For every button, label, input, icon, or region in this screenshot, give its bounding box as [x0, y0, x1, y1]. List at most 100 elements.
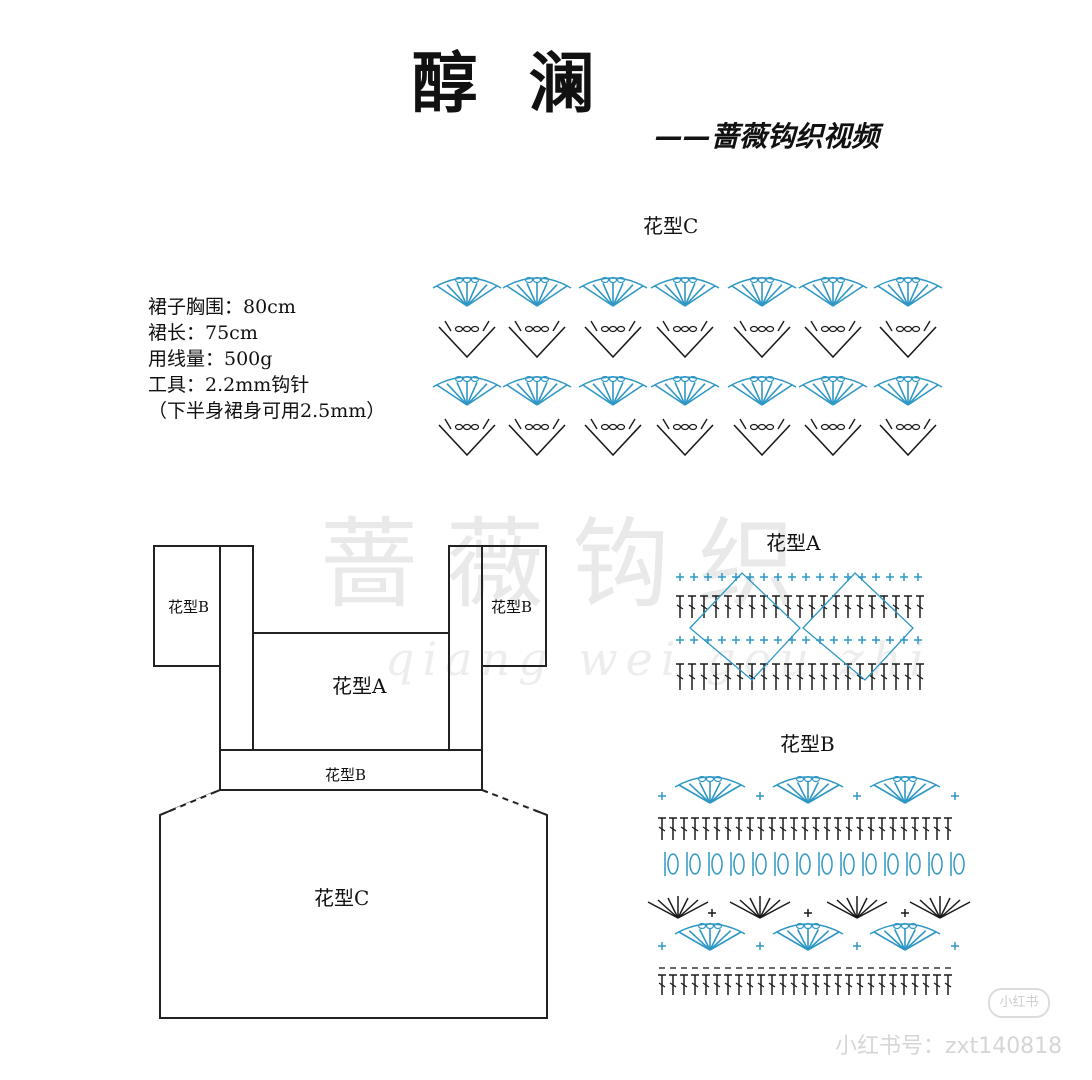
pattern-c-fan-chain: [820, 276, 830, 284]
pattern-c-vee-tick: [923, 418, 931, 430]
pattern-b-fan-stitch: [883, 930, 906, 951]
pattern-a-dc: [700, 604, 708, 610]
pattern-b-dc: [834, 826, 842, 832]
pattern-b-fan-stitch: [904, 930, 927, 951]
pattern-a-dc: [808, 604, 816, 610]
pattern-c-fan-stitch: [612, 283, 624, 307]
pattern-c-fan-chain: [532, 375, 542, 383]
pattern-a-dc: [820, 604, 828, 610]
pattern-c-fan-chain: [680, 276, 690, 284]
pattern-c-vee-tick: [739, 320, 747, 332]
pattern-c-fan-chain: [616, 375, 626, 383]
pattern-b-dc: [867, 982, 875, 988]
pattern-c-fan-stitch: [877, 285, 909, 307]
pattern-b-shell: [836, 899, 858, 919]
pattern-b-puff: [799, 853, 811, 875]
pattern-b-shell: [729, 901, 761, 919]
pattern-b-fan-chain: [705, 775, 715, 783]
pattern-b-dc: [713, 826, 721, 832]
pattern-c-vee-tick: [923, 320, 931, 332]
pattern-a-dc: [724, 674, 732, 680]
pattern-a-dc: [784, 674, 792, 680]
pattern-a-dc: [688, 604, 696, 610]
pattern-a-dc: [856, 604, 864, 610]
pattern-c-fan-stitch: [684, 285, 716, 307]
pattern-c-fan-stitch: [684, 284, 706, 307]
pattern-c-vee-chain: [680, 423, 690, 431]
pattern-b-shell: [856, 897, 868, 919]
pattern-c-vee-chain: [895, 423, 905, 431]
pattern-c-fan-chain: [911, 375, 921, 383]
watermark-id: 小红书号：zxt140818: [835, 1034, 1063, 1059]
pattern-c-vee-tick: [700, 320, 708, 332]
pattern-c-fan-chain: [540, 375, 550, 383]
pattern-c-fan-stitch: [664, 284, 686, 307]
pattern-c-fan-stitch: [436, 285, 468, 307]
pattern-b-dc: [658, 982, 666, 988]
pattern-c-vee-tick: [777, 320, 785, 332]
pattern-c-fan-stitch: [612, 285, 644, 307]
pattern-b-shell: [856, 901, 888, 919]
pattern-b-fan-stitch: [904, 928, 917, 951]
pattern-b-fan-arc: [772, 923, 844, 935]
pattern-c-fan-stitch: [654, 384, 686, 406]
pattern-b-fan-arc: [772, 776, 844, 788]
pattern-b-fan-stitch: [893, 781, 906, 804]
pattern-c-fan-chain: [765, 276, 775, 284]
pattern-a-dc: [772, 674, 780, 680]
pattern-b-dc: [735, 826, 743, 832]
pattern-b-dc: [911, 982, 919, 988]
pattern-a-title: 花型A: [766, 531, 821, 555]
pattern-c-fan-stitch: [887, 284, 909, 307]
pattern-c-fan-stitch: [526, 382, 538, 406]
pattern-b-dc: [823, 826, 831, 832]
pattern-c-vee-tick: [662, 320, 670, 332]
pattern-b-shell: [826, 901, 858, 919]
pattern-c-fan-stitch: [761, 383, 783, 406]
pattern-c-vee-chain: [749, 325, 759, 333]
pattern-b-dc: [933, 982, 941, 988]
pattern-b-dc: [812, 982, 820, 988]
pattern-b-puff: [887, 853, 899, 875]
pattern-c-vee-tick: [514, 320, 522, 332]
pattern-c-fan-stitch: [466, 285, 498, 307]
pattern-c-vee-v: [438, 424, 496, 457]
pattern-b-puff: [953, 853, 965, 875]
pattern-c-vee-tick: [810, 418, 818, 430]
pattern-b-shell: [677, 901, 709, 919]
pattern-b-dc: [801, 982, 809, 988]
pattern-c-vee-v: [584, 424, 642, 457]
pattern-c-fan-chain: [895, 375, 905, 383]
pattern-b-dc: [757, 826, 765, 832]
page-title: 醇 澜: [411, 44, 609, 122]
pattern-c-vee-v: [438, 326, 496, 359]
pattern-c-fan-stitch: [536, 384, 568, 406]
pattern-c-fan-arc: [502, 277, 572, 289]
pattern-b-fan-stitch: [807, 784, 840, 804]
pattern-b-dc: [669, 826, 677, 832]
pattern-c-fan-stitch: [446, 284, 468, 307]
pattern-c-vee-chain: [616, 423, 626, 431]
pattern-b-puff: [843, 853, 855, 875]
pattern-c-fan-stitch: [536, 285, 568, 307]
pattern-b-fan-stitch: [709, 783, 732, 804]
pattern-b-fan-stitch: [796, 928, 809, 951]
pattern-c-fan-stitch: [832, 283, 844, 307]
pattern-c-vee-chain: [524, 325, 534, 333]
pattern-c-vee-chain: [462, 423, 472, 431]
pattern-b-fan-chain: [713, 922, 723, 930]
pattern-a-dc: [676, 674, 684, 680]
pattern-c-fan-chain: [903, 276, 913, 284]
pattern-b-dc: [757, 982, 765, 988]
pattern-b-fan-stitch: [786, 930, 809, 951]
pattern-c-fan-stitch: [751, 283, 763, 307]
pattern-c-vee-chain: [600, 325, 610, 333]
pattern-c-fan-arc: [432, 376, 502, 388]
pattern-c-fan-chain: [828, 276, 838, 284]
pattern-a-dc: [916, 674, 924, 680]
pattern-b-fan-stitch: [678, 784, 711, 804]
pattern-c-fan-stitch: [466, 384, 498, 406]
pattern-c-fan-stitch: [907, 283, 919, 307]
pattern-c-vee-chain: [680, 325, 690, 333]
pattern-b-dc: [845, 982, 853, 988]
